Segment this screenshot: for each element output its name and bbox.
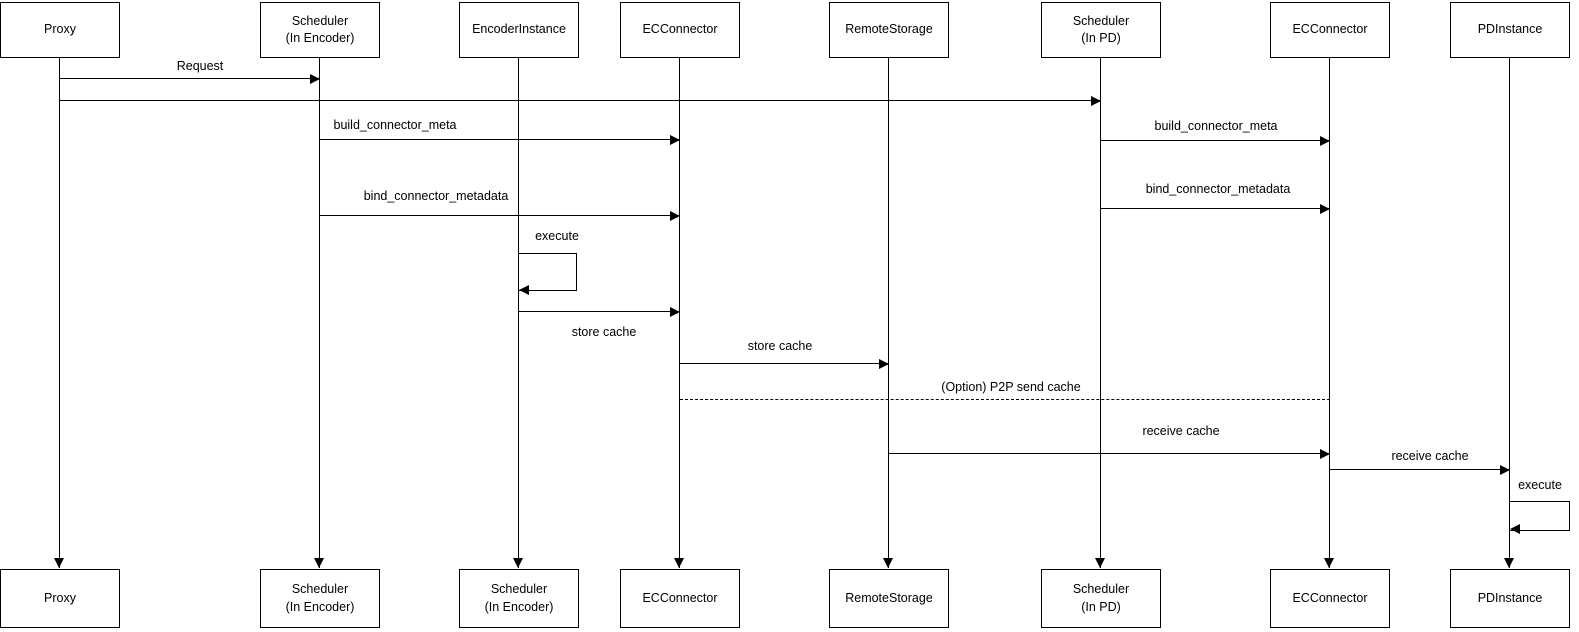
arrowhead	[1320, 136, 1330, 146]
arrowhead-down	[1095, 558, 1105, 568]
message-line-bind-connector-metadata-left	[320, 215, 680, 216]
arrowhead-down	[513, 558, 523, 568]
arrowhead	[1091, 96, 1101, 106]
message-label-execute-pd: execute	[1518, 478, 1562, 492]
actor-label: Proxy	[44, 590, 76, 605]
actor-scheduler-encoder-bottom: Scheduler (In Encoder)	[260, 569, 380, 628]
actor-label: PDInstance	[1477, 590, 1543, 605]
message-label-store-cache-2: store cache	[747, 339, 813, 353]
actor-label: Scheduler (In PD)	[1072, 13, 1130, 46]
arrowhead	[1320, 204, 1330, 214]
actor-scheduler-pd-top: Scheduler (In PD)	[1041, 2, 1161, 58]
arrowhead	[879, 359, 889, 369]
message-label-store-cache-1: store cache	[571, 325, 637, 339]
actor-label: EncoderInstance	[472, 22, 566, 37]
actor-encoder-instance-top: EncoderInstance	[459, 2, 579, 58]
arrowhead-down	[674, 558, 684, 568]
message-label-build-connector-meta-right: build_connector_meta	[1154, 119, 1278, 133]
message-line-proxy-to-scheduler-pd	[60, 100, 1101, 101]
actor-label: PDInstance	[1477, 22, 1543, 37]
actor-ec-connector-2-bottom: ECConnector	[1270, 569, 1390, 628]
actor-pd-instance-top: PDInstance	[1450, 2, 1570, 58]
message-line-p2p-send-cache	[680, 399, 1330, 400]
self-loop-execute-encoder	[519, 253, 577, 291]
lifeline-encoder-instance	[518, 58, 519, 568]
message-label-execute-encoder: execute	[535, 229, 579, 243]
lifeline-scheduler-pd	[1100, 58, 1101, 568]
actor-ec-connector-top: ECConnector	[620, 2, 740, 58]
lifeline-ec-connector-2	[1329, 58, 1330, 568]
message-line-build-connector-meta-right	[1101, 140, 1330, 141]
arrowhead-down	[883, 558, 893, 568]
arrowhead	[670, 307, 680, 317]
message-line-receive-cache-2	[1330, 469, 1510, 470]
actor-scheduler-encoder-top: Scheduler (In Encoder)	[260, 2, 380, 58]
actor-label: Scheduler (In Encoder)	[484, 582, 554, 614]
actor-scheduler-pd-bottom: Scheduler (In PD)	[1041, 569, 1161, 628]
message-line-store-cache-2	[680, 363, 889, 364]
message-label-bind-connector-metadata-left: bind_connector_metadata	[363, 189, 509, 203]
actor-encoder-instance-bottom: Scheduler (In Encoder)	[459, 569, 579, 628]
actor-label: Scheduler (In PD)	[1072, 582, 1130, 614]
actor-label: ECConnector	[642, 590, 718, 605]
arrowhead	[1500, 465, 1510, 475]
actor-label: ECConnector	[1292, 590, 1368, 605]
actor-label: ECConnector	[642, 22, 718, 37]
lifeline-proxy	[59, 58, 60, 568]
message-label-receive-cache-2: receive cache	[1391, 449, 1469, 463]
message-label-build-connector-meta-left: build_connector_meta	[333, 118, 457, 132]
arrowhead	[1510, 524, 1520, 534]
message-label-request: Request	[176, 59, 224, 73]
actor-pd-instance-bottom: PDInstance	[1450, 569, 1570, 628]
message-line-bind-connector-metadata-right	[1101, 208, 1330, 209]
actor-label: RemoteStorage	[845, 22, 933, 37]
actor-label: Proxy	[44, 22, 76, 37]
arrowhead-down	[54, 558, 64, 568]
arrowhead	[310, 74, 320, 84]
arrowhead-down	[314, 558, 324, 568]
arrowhead	[670, 211, 680, 221]
lifeline-scheduler-encoder	[319, 58, 320, 568]
actor-label: Scheduler (In Encoder)	[285, 13, 355, 46]
message-line-receive-cache-1	[889, 453, 1330, 454]
arrowhead-down	[1504, 558, 1514, 568]
actor-ec-connector-bottom: ECConnector	[620, 569, 740, 628]
message-label-receive-cache-1: receive cache	[1142, 424, 1220, 438]
actor-ec-connector-2-top: ECConnector	[1270, 2, 1390, 58]
arrowhead-down	[1324, 558, 1334, 568]
message-line-store-cache-1	[519, 311, 680, 312]
message-label-p2p-send-cache: (Option) P2P send cache	[941, 380, 1081, 394]
lifeline-pd-instance	[1509, 58, 1510, 568]
actor-label: Scheduler (In Encoder)	[285, 582, 355, 614]
arrowhead	[1320, 449, 1330, 459]
actor-label: RemoteStorage	[845, 590, 933, 605]
arrowhead	[519, 285, 529, 295]
message-label-bind-connector-metadata-right: bind_connector_metadata	[1145, 182, 1291, 196]
arrowhead	[670, 135, 680, 145]
message-line-build-connector-meta-left	[320, 139, 680, 140]
self-loop-execute-pd	[1510, 501, 1570, 531]
actor-proxy-bottom: Proxy	[0, 569, 120, 628]
actor-proxy-top: Proxy	[0, 2, 120, 58]
actor-remote-storage-bottom: RemoteStorage	[829, 569, 949, 628]
lifeline-remote-storage	[888, 58, 889, 568]
message-line-request	[60, 78, 320, 79]
actor-label: ECConnector	[1292, 22, 1368, 37]
actor-remote-storage-top: RemoteStorage	[829, 2, 949, 58]
